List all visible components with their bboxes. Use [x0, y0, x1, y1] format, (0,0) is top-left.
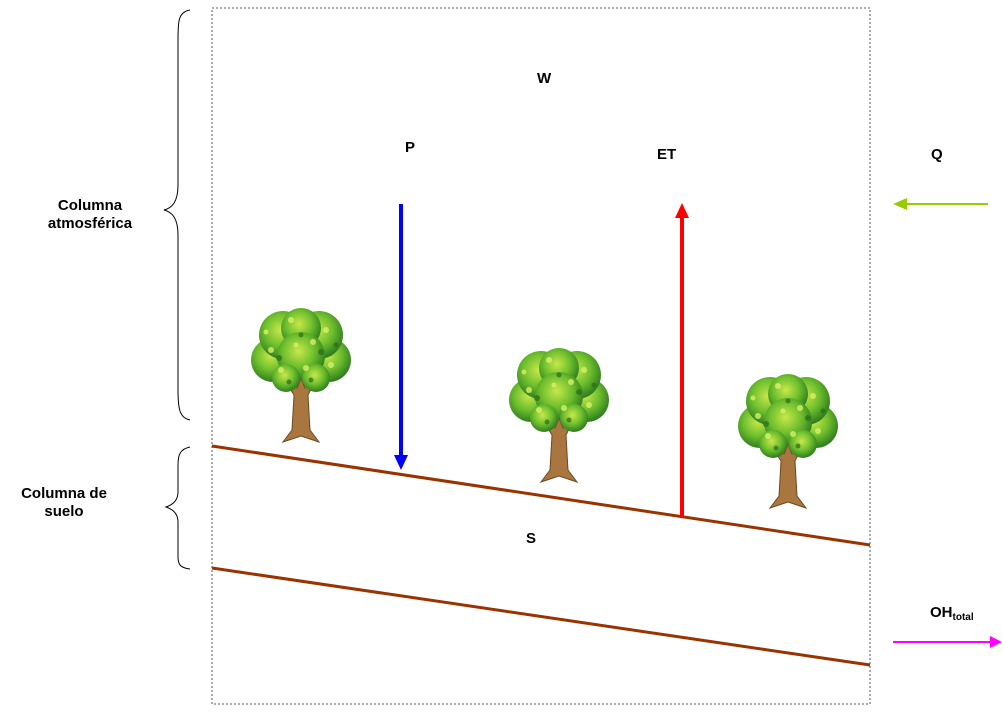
outflow-label-main: OH [930, 604, 953, 621]
precipitation-label: P [405, 139, 416, 156]
evapotranspiration-arrow [675, 203, 689, 518]
outflow-arrow [893, 636, 1002, 648]
moisture-flux-label: Q [931, 146, 943, 163]
soil-column-label: Columna de suelo [0, 485, 128, 521]
tree-icon [508, 347, 610, 483]
outflow-label-sub: total [952, 612, 974, 623]
precipitation-arrow [394, 204, 408, 470]
tree-icon [737, 373, 839, 509]
tree-icon [250, 307, 352, 443]
atmosphere-brace [163, 9, 191, 421]
evapotranspiration-label: ET [657, 146, 677, 163]
atmosphere-label-line2: atmosférica [47, 215, 133, 232]
soil-brace [164, 446, 191, 570]
outflow-label: OHtotal [930, 604, 974, 624]
precipitable-water-label: W [537, 70, 552, 87]
atmosphere-label-line1: Columna [57, 197, 123, 214]
soil-storage-label: S [526, 530, 537, 547]
moisture-inflow-arrow [893, 198, 988, 210]
soil-surface-line [211, 444, 871, 547]
diagram-frame [211, 7, 871, 705]
soil-label-line2: suelo [44, 503, 84, 520]
soil-label-line1: Columna de [21, 485, 107, 502]
soil-bottom-line [211, 566, 871, 667]
atmosphere-column-label: Columna atmosférica [20, 197, 160, 233]
